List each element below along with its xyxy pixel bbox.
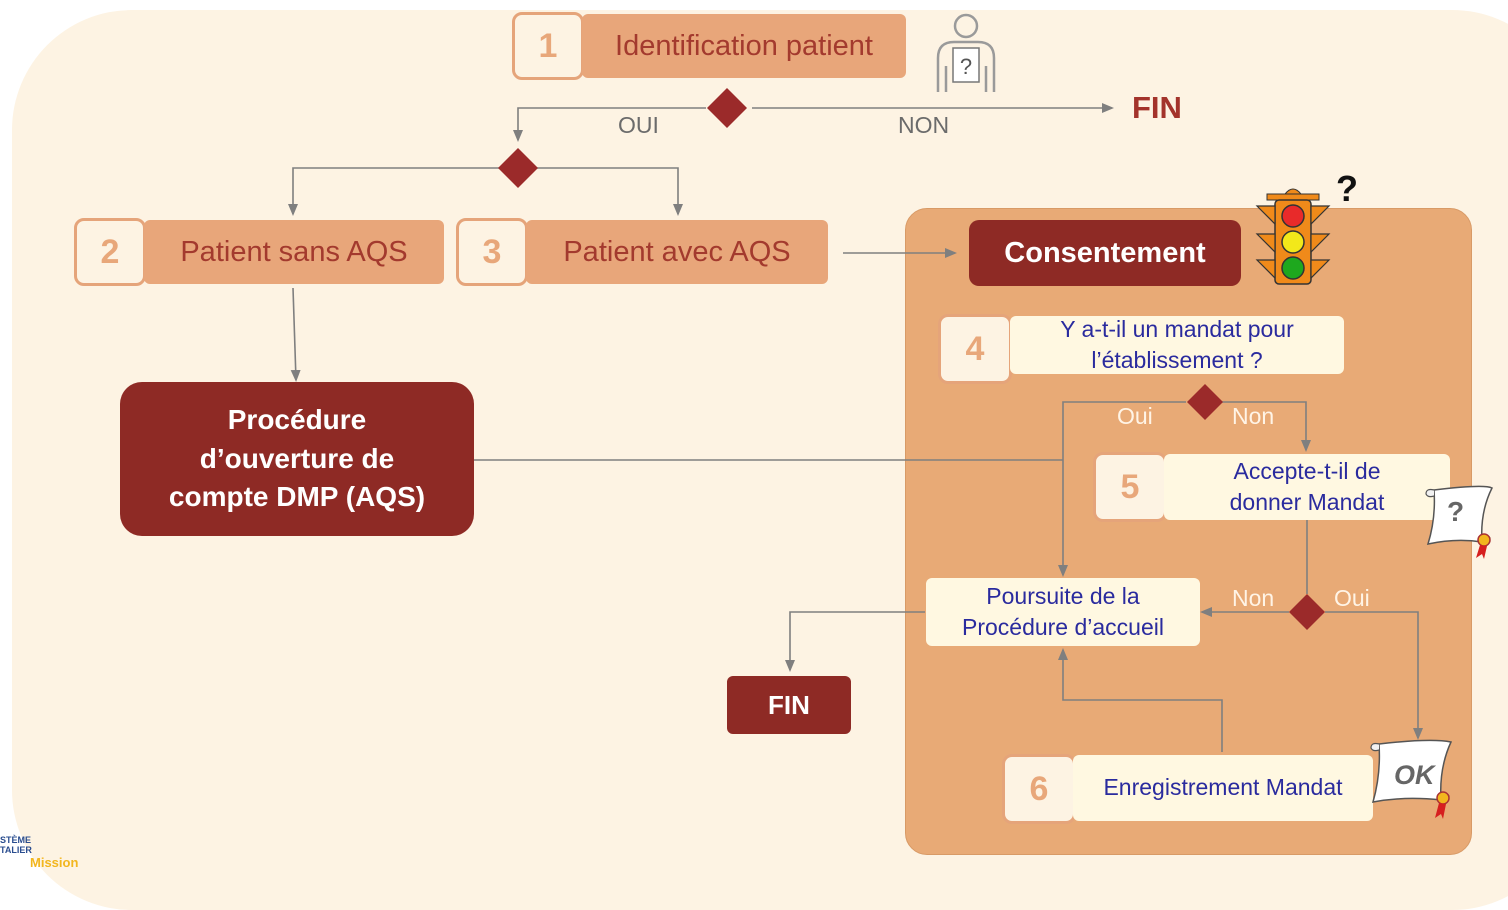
mandate-scroll-question-icon bbox=[1425, 485, 1494, 559]
decision-diamond-aqs bbox=[498, 148, 538, 188]
step-3-box: Patient avec AQS bbox=[526, 220, 828, 284]
decision-diamond-identification bbox=[707, 88, 747, 128]
step-3-number: 3 bbox=[456, 218, 528, 286]
procedure-dmp-box: Procédure d’ouverture de compte DMP (AQS… bbox=[120, 382, 474, 536]
connector-to-procedure bbox=[290, 287, 301, 382]
label-oui-accept: Oui bbox=[1334, 585, 1370, 611]
step-4-line-2: l’établissement ? bbox=[1091, 347, 1263, 373]
scroll-ok-text: OK bbox=[1394, 760, 1435, 790]
logo: STÈME TALIER Mission bbox=[0, 835, 80, 870]
decision-diamond-mandat bbox=[1187, 384, 1223, 420]
step-1-box: Identification patient bbox=[582, 14, 906, 78]
traffic-light-question-mark: ? bbox=[1336, 168, 1358, 209]
fin-top: FIN bbox=[1132, 90, 1182, 125]
connector-mandat-oui bbox=[1058, 401, 1186, 577]
step-5-line-2: donner Mandat bbox=[1229, 489, 1385, 515]
label-oui-top: OUI bbox=[618, 112, 659, 138]
procedure-line-2: d’ouverture de bbox=[199, 442, 395, 474]
mandate-scroll-ok-icon bbox=[1370, 739, 1453, 819]
poursuite-line-1: Poursuite de la bbox=[986, 582, 1140, 609]
step-2-box: Patient sans AQS bbox=[144, 220, 444, 284]
logo-line-2: TALIER bbox=[0, 845, 32, 855]
step-6-box: Enregistrement Mandat bbox=[1073, 755, 1373, 821]
label-non-mandat: Non bbox=[1232, 403, 1275, 429]
scroll-question-mark: ? bbox=[1447, 496, 1465, 527]
poursuite-procedure-box: Poursuite de la Procédure d’accueil bbox=[926, 578, 1200, 646]
traffic-light-icon bbox=[1255, 188, 1331, 285]
step-2-number: 2 bbox=[74, 218, 146, 286]
step-4-number: 4 bbox=[938, 314, 1012, 384]
connector-mandat-non bbox=[1222, 401, 1311, 452]
connector-accept-oui bbox=[1325, 611, 1423, 740]
step-5-number: 5 bbox=[1093, 452, 1167, 522]
connector-step6-to-poursuite bbox=[1058, 648, 1223, 752]
unknown-person-icon: ? bbox=[936, 13, 996, 92]
step-4-box: Y a-t-il un mandat pour l’établissement … bbox=[1010, 316, 1344, 374]
label-non-accept: Non bbox=[1232, 585, 1275, 611]
step-4-line-1: Y a-t-il un mandat pour bbox=[1060, 315, 1294, 342]
logo-line-3: Mission bbox=[30, 855, 79, 870]
connector-to-step-3 bbox=[536, 167, 683, 216]
connector-lines bbox=[288, 88, 1423, 752]
procedure-line-1: Procédure bbox=[227, 404, 367, 436]
connector-to-step-2 bbox=[288, 167, 500, 216]
step-1-number: 1 bbox=[512, 12, 584, 80]
step-6-number: 6 bbox=[1002, 754, 1076, 824]
label-oui-mandat: Oui bbox=[1117, 403, 1153, 429]
fin-bottom-box: FIN bbox=[727, 676, 851, 734]
consentement-box: Consentement bbox=[969, 220, 1241, 286]
step-5-box: Accepte-t-il de donner Mandat bbox=[1164, 454, 1450, 520]
step-5-line-1: Accepte-t-il de bbox=[1233, 457, 1381, 484]
connector-oui-top bbox=[513, 107, 706, 142]
procedure-line-3: compte DMP (AQS) bbox=[168, 481, 426, 513]
logo-line-1: STÈME bbox=[0, 835, 32, 845]
decision-diamond-accept bbox=[1289, 594, 1325, 630]
poursuite-line-2: Procédure d’accueil bbox=[961, 614, 1164, 640]
label-non-top: NON bbox=[898, 112, 950, 138]
svg-text:?: ? bbox=[960, 54, 972, 79]
connector-poursuite-to-fin bbox=[785, 611, 925, 672]
